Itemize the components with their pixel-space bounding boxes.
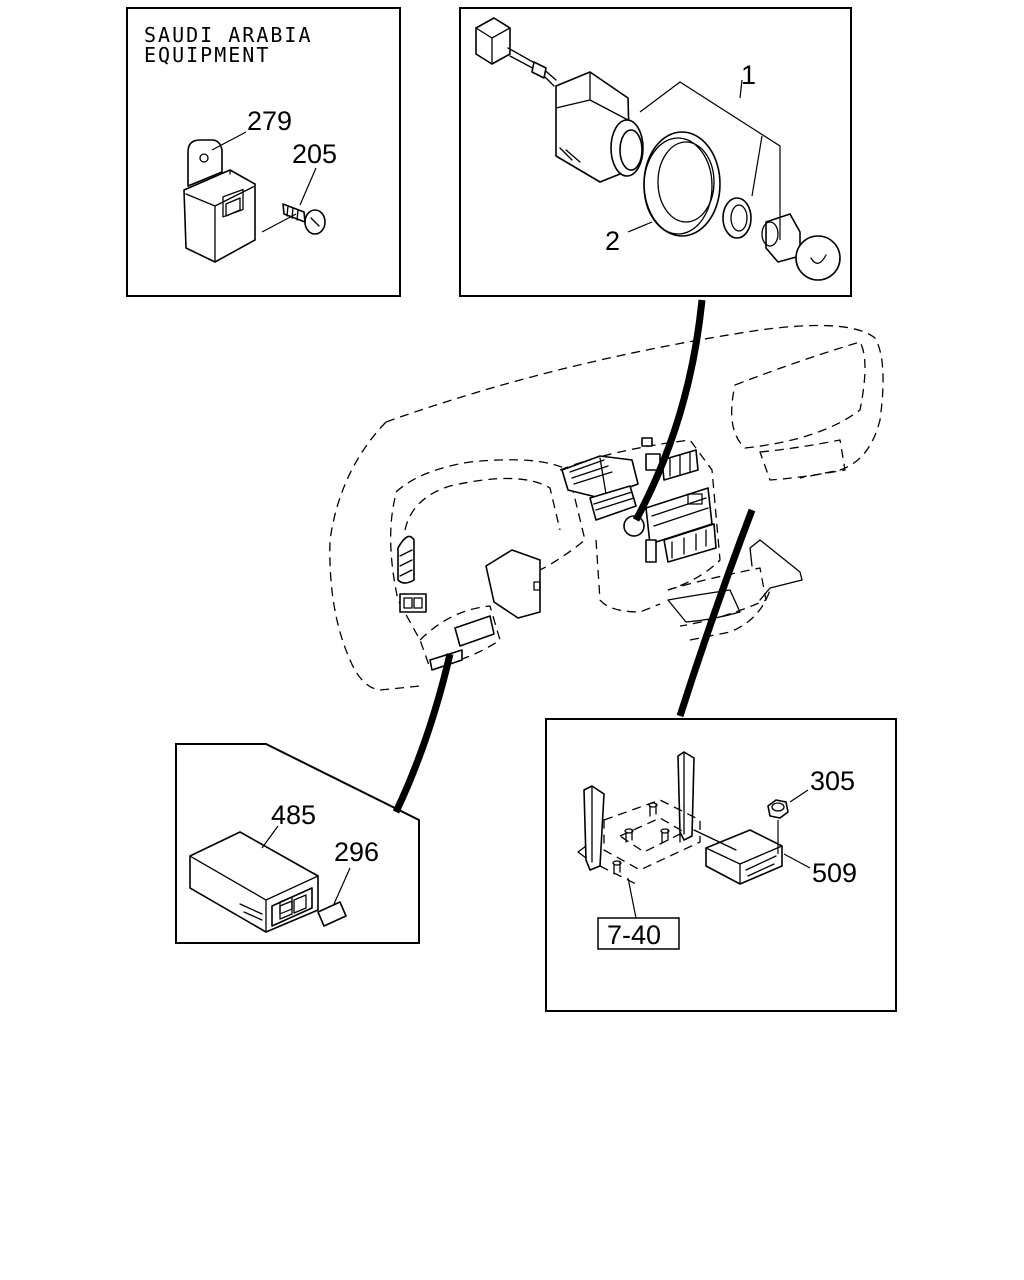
leader-305 (789, 789, 809, 803)
callout-296: 296 (334, 837, 379, 867)
leader-1 (739, 79, 743, 99)
cluster-hood (395, 459, 586, 571)
leader-296 (333, 867, 351, 905)
leader-509 (783, 853, 811, 869)
callout-line-audio (676, 508, 756, 718)
console-front (595, 539, 661, 613)
callout-line-pocket (392, 653, 454, 814)
ref-740-box[interactable] (597, 917, 680, 950)
leader-1-ring (751, 135, 763, 197)
column-shroud (485, 549, 541, 619)
leader-2 (627, 221, 653, 233)
lighter-harness[interactable] (475, 17, 557, 87)
panel-lower-left-frame (175, 743, 420, 944)
panel-bracket-frame (545, 718, 897, 1012)
callout-1: 1 (741, 60, 756, 90)
leader-485 (261, 825, 279, 849)
glovebox-lower (759, 439, 846, 481)
callout-485: 485 (271, 800, 316, 830)
part-205-screw[interactable] (282, 203, 326, 235)
panel-saudi-equipment: SAUDI ARABIA EQUIPMENT 279 205 (126, 7, 401, 297)
callout-509: 509 (812, 858, 857, 888)
panel-lower-left-unit: 485 296 (175, 743, 420, 944)
cluster-face (404, 477, 561, 531)
dash-left-outline (329, 421, 421, 691)
instrument-panel (329, 324, 884, 691)
panel-lighter-frame (459, 7, 852, 297)
panel-bracket-module: 305 509 7-40 (545, 718, 897, 1012)
glovebox-lid (731, 341, 866, 449)
lighter-position (623, 515, 645, 537)
callout-305: 305 (810, 766, 855, 796)
panel-saudi-frame (126, 7, 401, 297)
lighter-small-ring[interactable] (722, 197, 752, 239)
cluster-left (390, 497, 421, 641)
part-279-module[interactable] (183, 139, 256, 263)
console-tray (667, 567, 767, 627)
leader-1-group (639, 81, 781, 240)
lighter-socket[interactable] (555, 71, 644, 183)
part-485-unit[interactable] (189, 831, 319, 933)
console-lower (689, 589, 771, 641)
part-2-ring[interactable] (643, 131, 721, 237)
note-saudi-line2: EQUIPMENT (144, 43, 270, 67)
ref-740-label[interactable]: 7-40 (607, 920, 661, 950)
callout-205: 205 (292, 139, 337, 169)
leader-mount (261, 213, 297, 233)
part-305-nut[interactable] (767, 799, 789, 819)
callout-line-lighter (632, 299, 706, 522)
leader-205 (299, 167, 317, 206)
part-509-module[interactable] (693, 829, 783, 885)
bracket-assembly[interactable] (577, 751, 701, 887)
center-vent-upper (561, 455, 639, 499)
panel-cigar-lighter: 1 2 (459, 7, 852, 297)
leader-740 (627, 877, 637, 919)
dash-top-outline (385, 324, 884, 479)
note-saudi-line1: SAUDI ARABIA (144, 23, 313, 47)
leader-279 (211, 131, 247, 151)
part-296-cap[interactable] (317, 901, 347, 927)
hvac-controls (663, 523, 717, 563)
callout-279: 279 (247, 106, 292, 136)
callout-2: 2 (605, 226, 620, 256)
lighter-knob[interactable] (761, 213, 841, 281)
